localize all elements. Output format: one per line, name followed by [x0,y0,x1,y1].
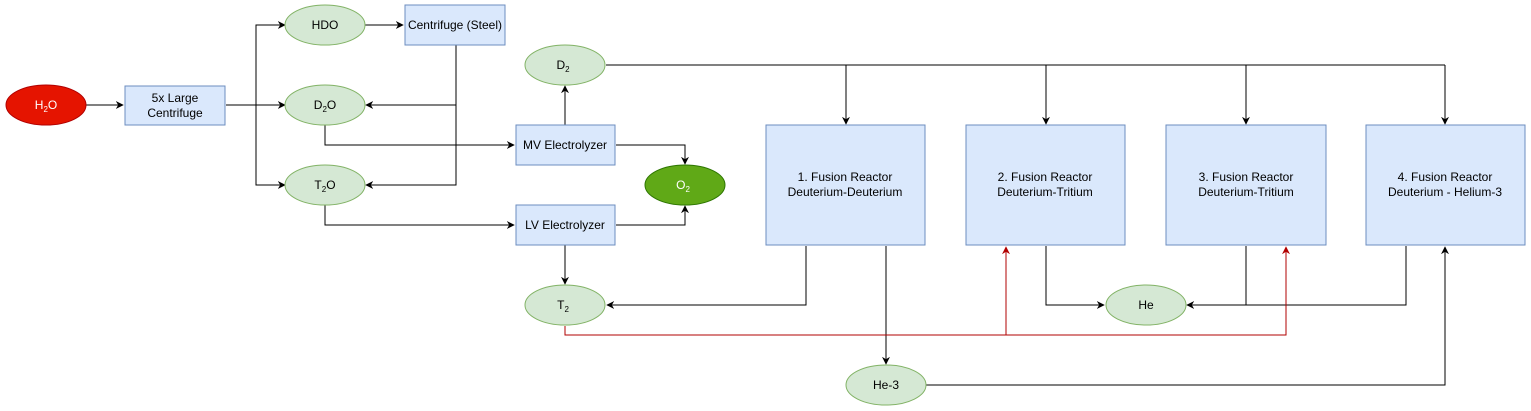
edge-reactor4-to-he [1186,246,1407,309]
d2-subscript: 2 [565,65,570,74]
large-centrifuge-label-line1: 5x Large [152,91,199,105]
edge-reactor2-to-he [1045,246,1105,309]
reactor2-label-line1: 2. Fusion Reactor [998,170,1093,184]
he3-node[interactable]: He-3 [845,364,927,406]
edge-steel-centrifuge-to-t2o [365,105,457,189]
d2o-subscript: 2 [322,105,327,114]
edge-reactor1-to-t2 [606,246,807,309]
o2-subscript: 2 [685,185,690,194]
reactor4-label-line2: Deuterium - Helium-3 [1388,185,1502,199]
lv-electrolyzer-box[interactable]: LV Electrolyzer [515,204,616,246]
reactor4-label-line1: 4. Fusion Reactor [1398,170,1493,184]
steel-centrifuge-label: Centrifuge (Steel) [408,18,502,32]
t2o-subscript: 2 [322,185,327,194]
edge-t2o-to-lv-electrolyzer [324,205,515,229]
mv-electrolyzer-label: MV Electrolyzer [523,138,607,152]
edge-large-centrifuge-to-t2o [255,105,286,189]
d2-node[interactable]: D2 [524,44,606,86]
hdo-node[interactable]: HDO [284,4,366,46]
svg-text:D2O: D2O [314,98,336,114]
svg-text:D2: D2 [556,58,570,74]
fusion-reactor-3-box[interactable]: 3. Fusion Reactor Deuterium-Tritium [1165,124,1327,246]
svg-text:O2: O2 [676,178,690,194]
he-node[interactable]: He [1105,284,1187,326]
d2o-label: D [314,98,323,112]
fusion-reactor-2-box[interactable]: 2. Fusion Reactor Deuterium-Tritium [965,124,1126,246]
edge-steel-centrifuge-to-d2o [365,45,457,109]
lv-electrolyzer-label: LV Electrolyzer [525,218,605,232]
steel-centrifuge-box[interactable]: Centrifuge (Steel) [404,4,506,46]
edges [86,21,1449,386]
edge-d2o-to-mv-electrolyzer [324,125,515,149]
he-label: He [1138,298,1154,312]
fusion-reactor-4-box[interactable]: 4. Fusion Reactor Deuterium - Helium-3 [1365,124,1526,246]
reactor1-label-line2: Deuterium-Deuterium [788,185,903,199]
d2o-node[interactable]: D2O [284,84,366,126]
t2o-node[interactable]: T2O [284,164,366,206]
svg-text:T2: T2 [557,298,569,314]
t2o-label: T [314,178,322,192]
edge-large-centrifuge-to-hdo [226,21,286,106]
large-centrifuge-label-line2: Centrifuge [147,106,203,120]
fusion-reactor-1-box[interactable]: 1. Fusion Reactor Deuterium-Deuterium [765,124,926,246]
svg-text:T2O: T2O [314,178,335,194]
svg-text:H2O: H2O [35,98,57,114]
h2o-node[interactable]: H2O [5,84,87,126]
hdo-label: HDO [312,18,339,32]
he3-label: He-3 [873,378,899,392]
edge-t2-to-reactor2 [564,246,1010,336]
t2-node[interactable]: T2 [524,284,606,326]
mv-electrolyzer-box[interactable]: MV Electrolyzer [515,124,616,166]
reactor2-label-line2: Deuterium-Tritium [997,185,1093,199]
tritium-edges [564,246,1290,336]
edge-t2-to-reactor3 [1006,246,1290,336]
h2o-label-rest: O [48,98,57,112]
d2-label: D [556,58,565,72]
reactor3-label-line2: Deuterium-Tritium [1198,185,1294,199]
t2-label: T [557,298,565,312]
reactor3-label-line1: 3. Fusion Reactor [1199,170,1294,184]
d2o-label-rest: O [327,98,336,112]
t2o-label-rest: O [326,178,335,192]
h2o-label: H [35,98,44,112]
edge-lv-electrolyzer-to-o2 [616,205,689,226]
reactor1-label-line1: 1. Fusion Reactor [798,170,893,184]
edge-mv-electrolyzer-to-o2 [616,144,689,165]
edge-he3-to-reactor4 [926,246,1449,386]
o2-node[interactable]: O2 [644,164,726,206]
large-centrifuge-box[interactable]: 5x Large Centrifuge [124,85,226,126]
h2o-subscript: 2 [43,105,48,114]
t2-subscript: 2 [564,305,569,314]
o2-label: O [676,178,685,192]
